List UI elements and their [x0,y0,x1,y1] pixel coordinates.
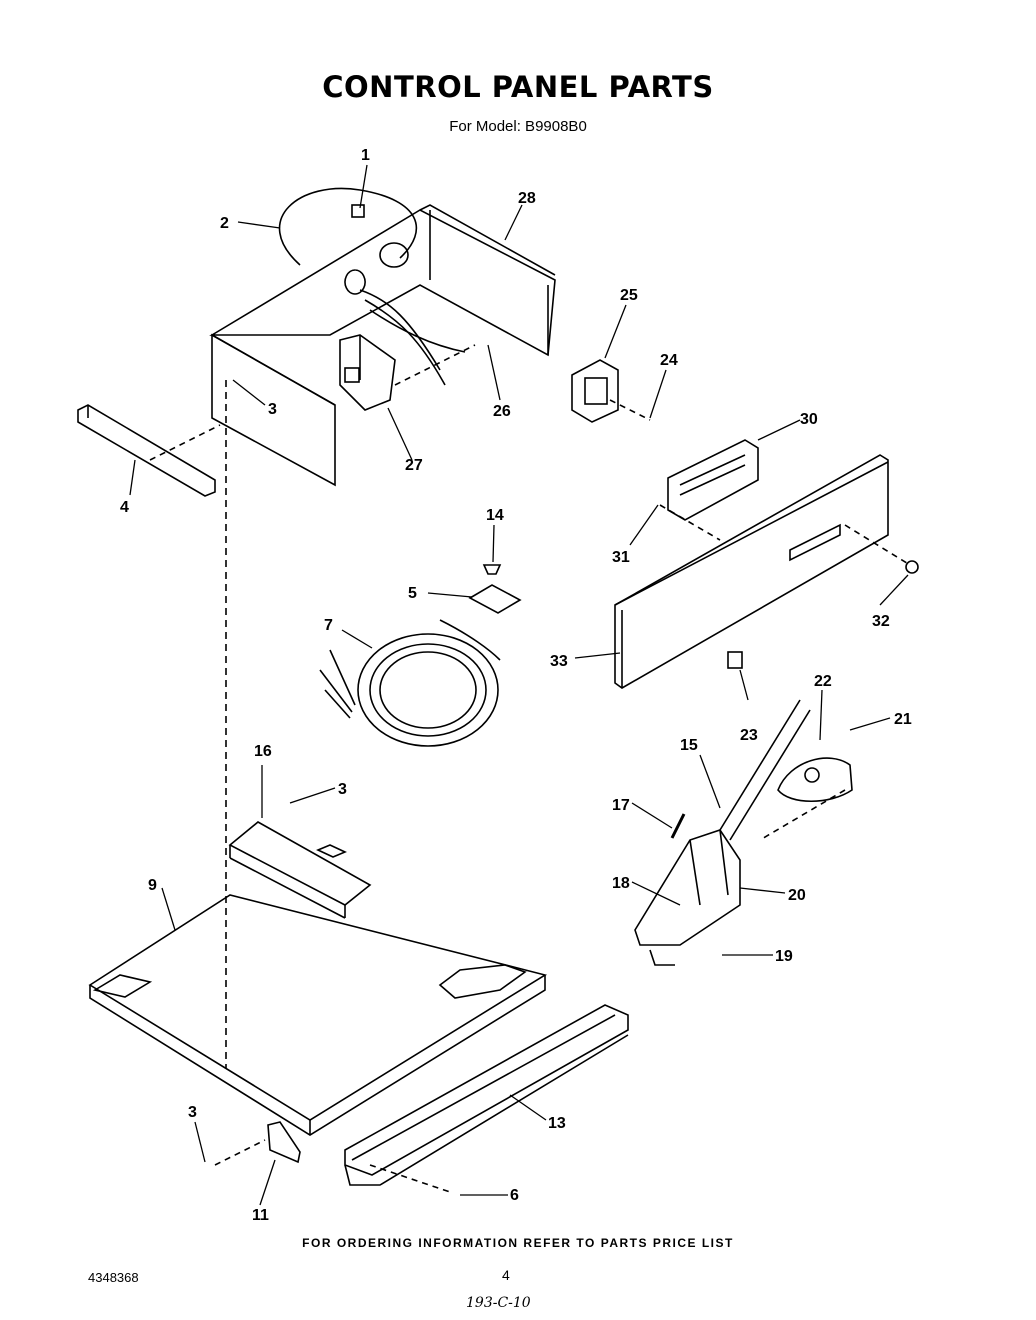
clip-23 [727,651,743,669]
thermostat-knob [379,242,409,268]
page-title: CONTROL PANEL PARTS [322,70,714,104]
callout-22: 22 [814,673,832,690]
callout-9: 9 [148,877,157,894]
plate-5 [468,584,522,614]
bracket-11 [267,1121,301,1164]
nut-14 [482,564,502,575]
control-panel-33 [614,454,889,689]
page-number: 4 [502,1267,510,1283]
callout-17: 17 [612,797,630,814]
callout-23: 23 [740,727,758,744]
channel-strip-4 [77,404,216,497]
document-number: 4348368 [88,1270,139,1285]
bracket-18-20 [634,829,741,966]
wire-harness-7 [319,619,501,747]
callout-5: 5 [408,585,417,602]
handwritten-note: 193-C-10 [466,1295,531,1311]
callout-14: 14 [486,507,504,524]
callout-27: 27 [405,457,423,474]
callout-18: 18 [612,875,630,892]
callout-20: 20 [788,887,806,904]
callout-28: 28 [518,190,536,207]
callout-13: 13 [548,1115,566,1132]
callout-4: 4 [120,499,129,516]
callout-32: 32 [872,613,890,630]
callout-11: 11 [252,1207,269,1224]
callout-24: 24 [660,352,678,369]
bracket-1 [351,204,365,218]
spring-17 [670,813,686,839]
valve-22 [777,757,853,803]
callout-21: 21 [894,711,912,728]
callout-3-lower: 3 [188,1104,197,1121]
callout-1: 1 [361,147,370,164]
callout-3-middle: 3 [338,781,347,798]
model-subtitle: For Model: B9908B0 [449,118,587,135]
callout-15: 15 [680,737,698,754]
callout-6: 6 [510,1187,519,1204]
callout-2: 2 [220,215,229,232]
bracket-16 [228,821,372,919]
callout-7: 7 [324,617,333,634]
ordering-info-footer: FOR ORDERING INFORMATION REFER TO PARTS … [302,1236,734,1250]
base-plate-9 [88,894,548,1136]
switch-25 [571,359,619,423]
callout-30: 30 [800,411,818,428]
knob-32 [905,560,919,574]
capillary-tube [278,187,418,266]
relay-switch [339,334,396,411]
callout-16: 16 [254,743,272,760]
callout-25: 25 [620,287,638,304]
switch-30 [667,439,759,521]
callout-3-upper: 3 [268,401,277,418]
callout-31: 31 [612,549,630,566]
callout-33: 33 [550,653,568,670]
control-box-housing [209,204,556,487]
callout-26: 26 [493,403,511,420]
trim-strip-13 [344,1004,629,1186]
callout-19: 19 [775,948,793,965]
